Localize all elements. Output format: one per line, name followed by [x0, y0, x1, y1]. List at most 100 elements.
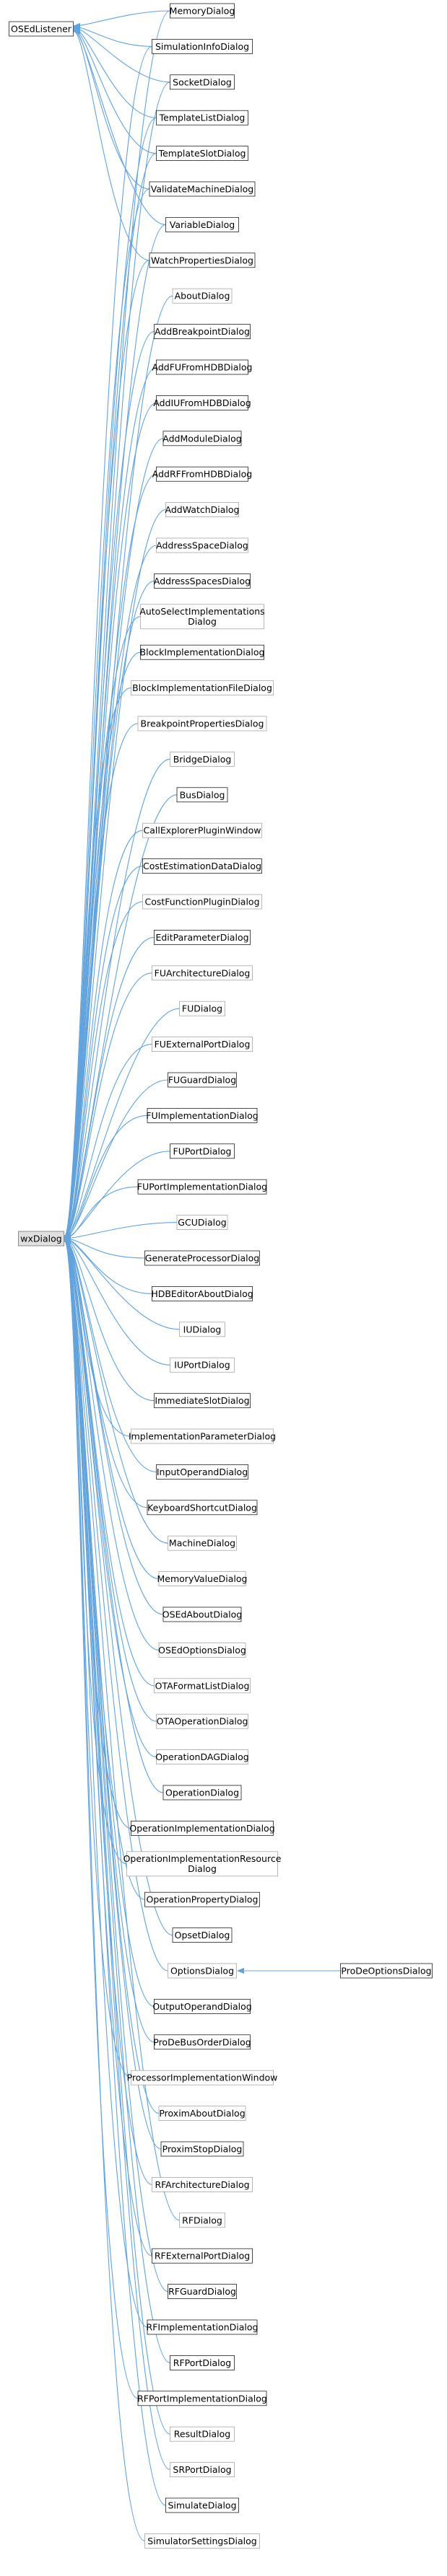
- class-node-simulation-info-dialog[interactable]: SimulationInfoDialog: [152, 39, 253, 54]
- class-node-label: BusDialog: [180, 789, 225, 800]
- class-node-label: AddIUFromHDBDialog: [153, 397, 251, 408]
- class-node-address-spaces-dialog[interactable]: AddressSpacesDialog: [154, 573, 251, 589]
- class-node-hdbeditor-about-dialog[interactable]: HDBEditorAboutDialog: [151, 1286, 253, 1301]
- class-node-rfimplementation-dialog[interactable]: RFImplementationDialog: [147, 2319, 259, 2335]
- class-node-operation-property-dialog[interactable]: OperationPropertyDialog: [144, 1891, 260, 1907]
- class-node-add-rffrom-hdbdialog[interactable]: AddRFFromHDBDialog: [152, 466, 252, 482]
- class-node-box: [156, 1749, 248, 1764]
- class-node-call-explorer-plugin-window[interactable]: CallExplorerPluginWindow: [142, 822, 262, 838]
- class-node-fuport-dialog[interactable]: FUPortDialog: [170, 1143, 235, 1159]
- class-node-bus-dialog[interactable]: BusDialog: [176, 787, 228, 803]
- inheritance-edge-osed-options-dialog-to-wxdialog: [65, 1239, 160, 1650]
- class-node-generate-processor-dialog[interactable]: GenerateProcessorDialog: [144, 1250, 260, 1266]
- class-node-label: OperationImplementationResource: [123, 1853, 282, 1864]
- class-node-validate-machine-dialog[interactable]: ValidateMachineDialog: [149, 181, 256, 197]
- class-node-memory-dialog[interactable]: MemoryDialog: [170, 3, 235, 19]
- class-node-processor-implementation-window[interactable]: ProcessorImplementationWindow: [127, 2070, 278, 2085]
- class-node-iuport-dialog[interactable]: IUPortDialog: [170, 1357, 235, 1373]
- class-node-label: OpsetDialog: [175, 1930, 230, 1940]
- class-node-label: SimulatorSettingsDialog: [147, 2536, 256, 2546]
- class-node-variable-dialog[interactable]: VariableDialog: [165, 217, 239, 232]
- class-node-proxim-stop-dialog[interactable]: ProximStopDialog: [160, 2141, 244, 2157]
- class-node-about-dialog[interactable]: AboutDialog: [172, 288, 233, 304]
- class-node-add-breakpoint-dialog[interactable]: AddBreakpointDialog: [154, 324, 251, 339]
- class-node-breakpoint-properties-dialog[interactable]: BreakpointPropertiesDialog: [137, 716, 267, 731]
- class-node-socket-dialog[interactable]: SocketDialog: [170, 74, 235, 90]
- class-node-add-fufrom-hdbdialog[interactable]: AddFUFromHDBDialog: [152, 359, 253, 375]
- class-node-iudialog[interactable]: IUDialog: [179, 1322, 225, 1337]
- class-node-osed-options-dialog[interactable]: OSEdOptionsDialog: [158, 1643, 246, 1658]
- class-node-memory-value-dialog[interactable]: MemoryValueDialog: [157, 1571, 248, 1586]
- class-node-osed-about-dialog[interactable]: OSEdAboutDialog: [162, 1606, 242, 1622]
- class-node-simulate-dialog[interactable]: SimulateDialog: [165, 2497, 239, 2513]
- class-node-wx-dialog[interactable]: wxDialog: [18, 1231, 64, 1247]
- class-node-box: [147, 1108, 258, 1123]
- inheritance-edge-gcudialog-to-wxdialog: [65, 1222, 178, 1239]
- class-node-watch-properties-dialog[interactable]: WatchPropertiesDialog: [149, 252, 256, 268]
- class-node-box: [179, 1322, 225, 1337]
- class-node-rfguard-dialog[interactable]: RFGuardDialog: [168, 2284, 237, 2299]
- class-node-cost-estimation-data-dialog[interactable]: CostEstimationDataDialog: [142, 858, 262, 874]
- class-node-rfdialog[interactable]: RFDialog: [179, 2212, 225, 2228]
- class-node-box: [154, 1999, 251, 2014]
- class-node-otaformat-list-dialog[interactable]: OTAFormatListDialog: [154, 1678, 251, 1694]
- class-node-box: [168, 1963, 237, 1979]
- class-node-machine-dialog[interactable]: MachineDialog: [168, 1535, 237, 1551]
- class-node-edit-parameter-dialog[interactable]: EditParameterDialog: [154, 930, 251, 945]
- class-node-fuport-implementation-dialog[interactable]: FUPortImplementationDialog: [137, 1179, 267, 1195]
- class-node-output-operand-dialog[interactable]: OutputOperandDialog: [152, 1999, 252, 2014]
- class-node-rfexternal-port-dialog[interactable]: RFExternalPortDialog: [152, 2248, 253, 2264]
- class-node-box: [144, 1250, 260, 1266]
- class-node-template-slot-dialog[interactable]: TemplateSlotDialog: [156, 146, 248, 161]
- class-node-add-watch-dialog[interactable]: AddWatchDialog: [165, 502, 240, 517]
- class-node-box: [176, 1215, 228, 1230]
- class-node-rfport-implementation-dialog[interactable]: RFPortImplementationDialog: [137, 2391, 267, 2406]
- class-node-box: [142, 894, 262, 910]
- class-node-add-iufrom-hdbdialog[interactable]: AddIUFromHDBDialog: [153, 395, 251, 410]
- class-node-otaoperation-dialog[interactable]: OTAOperationDialog: [156, 1713, 248, 1729]
- class-node-box: [168, 1072, 237, 1088]
- class-node-add-module-dialog[interactable]: AddModuleDialog: [162, 431, 242, 447]
- class-node-gcudialog[interactable]: GCUDialog: [176, 1215, 228, 1230]
- class-node-cost-function-plugin-dialog[interactable]: CostFunctionPluginDialog: [142, 894, 262, 910]
- inheritance-edge-hdbeditor-about-dialog-to-wxdialog: [65, 1239, 152, 1294]
- class-node-address-space-dialog[interactable]: AddressSpaceDialog: [156, 537, 248, 553]
- class-node-fudialog[interactable]: FUDialog: [179, 1001, 225, 1016]
- class-node-immediate-slot-dialog[interactable]: ImmediateSlotDialog: [154, 1393, 251, 1408]
- class-node-pro-de-bus-order-dialog[interactable]: ProDeBusOrderDialog: [153, 2034, 251, 2050]
- class-node-fuarchitecture-dialog[interactable]: FUArchitectureDialog: [152, 965, 253, 981]
- class-node-template-list-dialog[interactable]: TemplateListDialog: [156, 110, 248, 126]
- class-node-bridge-dialog[interactable]: BridgeDialog: [170, 752, 235, 767]
- class-node-fuguard-dialog[interactable]: FUGuardDialog: [168, 1072, 237, 1088]
- class-node-implementation-parameter-dialog[interactable]: ImplementationParameterDialog: [129, 1428, 276, 1444]
- class-node-box: [179, 2212, 225, 2228]
- class-node-keyboard-shortcut-dialog[interactable]: KeyboardShortcutDialog: [147, 1500, 258, 1516]
- class-node-box: [147, 1500, 258, 1516]
- class-node-box: [149, 252, 256, 268]
- class-node-pro-de-options-dialog[interactable]: ProDeOptionsDialog: [340, 1963, 433, 1979]
- class-node-proxim-about-dialog[interactable]: ProximAboutDialog: [158, 2106, 246, 2121]
- class-node-osed-listener[interactable]: OSEdListener: [9, 21, 74, 37]
- class-node-box: [131, 1428, 274, 1444]
- class-node-rfport-dialog[interactable]: RFPortDialog: [170, 2355, 235, 2370]
- class-node-result-dialog[interactable]: ResultDialog: [170, 2426, 235, 2442]
- class-node-simulator-settings-dialog[interactable]: SimulatorSettingsDialog: [144, 2533, 260, 2549]
- inheritance-edge-generate-processor-dialog-to-wxdialog: [65, 1239, 145, 1259]
- class-node-rfarchitecture-dialog[interactable]: RFArchitectureDialog: [152, 2177, 253, 2192]
- class-node-fuimplementation-dialog[interactable]: FUImplementationDialog: [146, 1108, 259, 1123]
- class-node-block-implementation-file-dialog[interactable]: BlockImplementationFileDialog: [131, 680, 274, 695]
- class-node-srport-dialog[interactable]: SRPortDialog: [170, 2462, 235, 2477]
- class-node-label: RFDialog: [182, 2215, 222, 2225]
- class-node-operation-implementation-dialog[interactable]: OperationImplementationDialog: [129, 1821, 275, 1836]
- class-node-operation-dagdialog[interactable]: OperationDAGDialog: [155, 1749, 249, 1764]
- class-node-input-operand-dialog[interactable]: InputOperandDialog: [156, 1464, 248, 1480]
- class-node-opset-dialog[interactable]: OpsetDialog: [172, 1927, 233, 1943]
- class-node-fuexternal-port-dialog[interactable]: FUExternalPortDialog: [152, 1037, 253, 1052]
- class-node-label: AboutDialog: [175, 291, 230, 302]
- class-node-options-dialog[interactable]: OptionsDialog: [168, 1963, 237, 1979]
- class-node-box: [158, 1643, 246, 1658]
- class-node-operation-dialog[interactable]: OperationDialog: [162, 1785, 242, 1801]
- class-node-block-implementation-dialog[interactable]: BlockImplementationDialog: [140, 644, 265, 660]
